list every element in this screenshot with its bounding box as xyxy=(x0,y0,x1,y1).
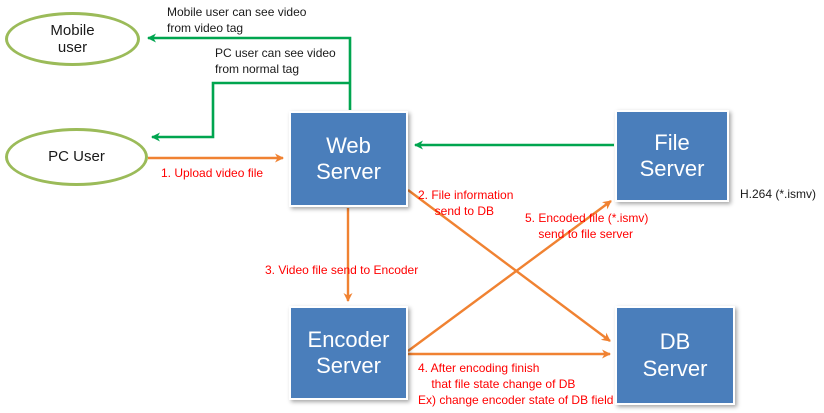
node-db-server[interactable]: DB Server xyxy=(615,306,735,405)
actor-mobile-user-line1: Mobile xyxy=(50,21,95,39)
arrow-webserver-to-dbserver xyxy=(407,189,611,342)
label-step-5: 5. Encoded file (*.ismv) send to file se… xyxy=(525,211,649,241)
label-step-3: 3. Video file send to Encoder xyxy=(265,263,419,277)
arrow-encoderserver-to-fileserver xyxy=(407,200,612,352)
node-encoder-server-line2: Server xyxy=(316,353,381,378)
label-step-4: 4. After encoding finish that file state… xyxy=(418,361,614,407)
node-web-server[interactable]: Web Server xyxy=(289,111,408,207)
node-encoder-server-line1: Encoder xyxy=(307,326,390,352)
node-encoder-server[interactable]: Encoder Server xyxy=(289,306,408,400)
label-step-1: 1. Upload video file xyxy=(161,166,264,180)
label-pc-view: PC user can see video from normal tag xyxy=(215,46,336,76)
node-db-server-line1: DB xyxy=(659,329,691,355)
arrow-webserver-to-pc-user xyxy=(151,81,350,142)
label-codec: H.264 (*.ismv) xyxy=(740,187,817,201)
node-web-server-line2: Server xyxy=(316,159,381,184)
actor-pc-user-line1: PC User xyxy=(48,148,105,166)
node-file-server-line1: File xyxy=(654,129,690,155)
label-mobile-view: Mobile user can see video from video tag xyxy=(167,5,307,35)
node-db-server-line2: Server xyxy=(642,355,708,381)
label-step-2: 2. File information send to DB xyxy=(418,188,514,218)
node-file-server[interactable]: File Server xyxy=(615,110,729,202)
actor-pc-user[interactable]: PC User xyxy=(5,128,148,186)
node-web-server-line1: Web xyxy=(326,132,371,158)
node-file-server-line2: Server xyxy=(639,156,705,181)
actor-mobile-user-line2: user xyxy=(57,39,88,56)
arrow-webserver-to-mobile-user xyxy=(147,33,352,110)
actor-mobile-user[interactable]: Mobile user xyxy=(5,12,140,66)
